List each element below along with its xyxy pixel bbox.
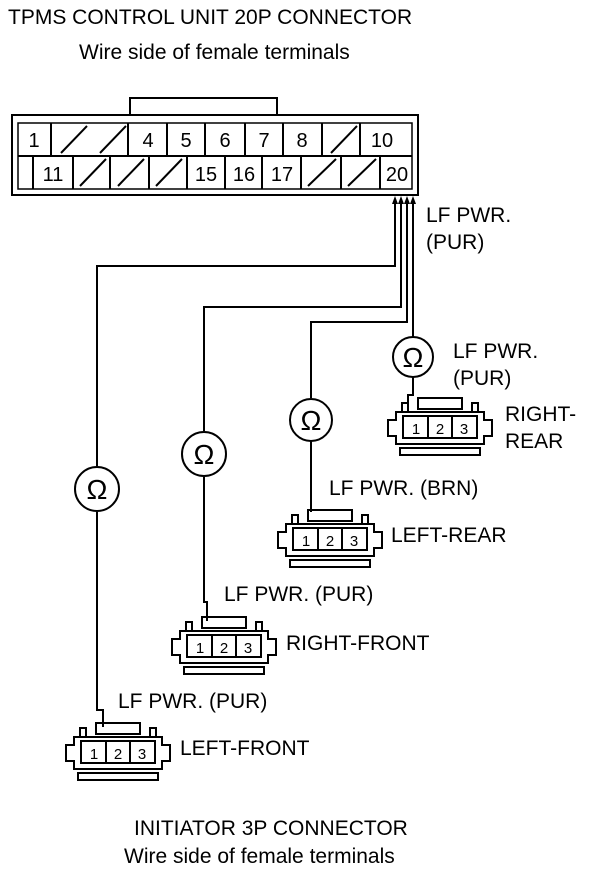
lr-pin-1: 1 [302, 533, 310, 550]
left-front-position-label: LEFT-FRONT [180, 737, 310, 760]
cavity-1: 1 [28, 130, 39, 152]
ohm-symbol-right-front: Ω [194, 439, 215, 470]
cavity-17: 17 [271, 164, 293, 186]
cavity-5: 5 [180, 130, 191, 152]
cavity-4: 4 [142, 130, 153, 152]
right-front-position-label: RIGHT-FRONT [286, 632, 430, 655]
cavity-7: 7 [258, 130, 269, 152]
right-rear-position-line2: REAR [505, 430, 564, 453]
footer-subtitle: Wire side of female terminals [124, 845, 395, 868]
cavity-6: 6 [219, 130, 230, 152]
right-rear-wire-label-line1: LF PWR. [453, 340, 539, 363]
ohm-symbol-right-rear: Ω [403, 342, 424, 373]
lf-pin-3: 3 [138, 746, 146, 763]
initiator-connector-left-front [65, 722, 171, 781]
cavity-20: 20 [386, 164, 408, 186]
ohmmeter-left-rear-icon [289, 398, 333, 442]
wire-left-front [96, 202, 396, 727]
top-wire-label-line1: LF PWR. [426, 204, 512, 227]
lr-pin-3: 3 [350, 533, 358, 550]
rf-pin-2: 2 [220, 640, 228, 657]
rr-pin-3: 3 [460, 421, 468, 438]
wire-left-rear [310, 202, 408, 512]
ohm-symbol-left-front: Ω [87, 474, 108, 505]
initiator-connector-right-front [171, 616, 277, 675]
lf-pin-1: 1 [90, 746, 98, 763]
cavity-16: 16 [233, 164, 255, 186]
control-unit-connector [11, 97, 419, 196]
right-rear-wire-label-line2: (PUR) [453, 367, 512, 390]
left-rear-wire-label: LF PWR. (BRN) [329, 477, 479, 500]
left-rear-position-label: LEFT-REAR [391, 524, 507, 547]
ohmmeter-right-front-icon [181, 431, 227, 477]
rf-pin-1: 1 [196, 640, 204, 657]
rr-pin-2: 2 [436, 421, 444, 438]
initiator-connector-left-rear [277, 509, 383, 568]
rf-pin-3: 3 [244, 640, 252, 657]
ohmmeter-left-front-icon [74, 466, 120, 512]
cavity-8: 8 [296, 130, 307, 152]
ohmmeter-right-rear-icon [392, 336, 434, 378]
cavity-10: 10 [371, 130, 393, 152]
cavity-15: 15 [195, 164, 217, 186]
right-front-wire-label: LF PWR. (PUR) [224, 583, 374, 606]
cavity-11: 11 [43, 164, 64, 186]
footer-title: INITIATOR 3P CONNECTOR [134, 817, 408, 840]
wire-right-front [203, 202, 402, 621]
right-rear-position-line1: RIGHT- [505, 403, 577, 426]
left-front-wire-label: LF PWR. (PUR) [118, 690, 268, 713]
lr-pin-2: 2 [326, 533, 334, 550]
wire-right-rear [407, 202, 414, 410]
rr-pin-1: 1 [412, 421, 420, 438]
ohm-symbol-left-rear: Ω [301, 405, 322, 436]
diagram-title: TPMS CONTROL UNIT 20P CONNECTOR [8, 6, 413, 29]
lf-pin-2: 2 [114, 746, 122, 763]
diagram-subtitle: Wire side of female terminals [79, 41, 350, 64]
initiator-connector-right-rear [387, 397, 493, 456]
top-wire-label-line2: (PUR) [426, 231, 485, 254]
